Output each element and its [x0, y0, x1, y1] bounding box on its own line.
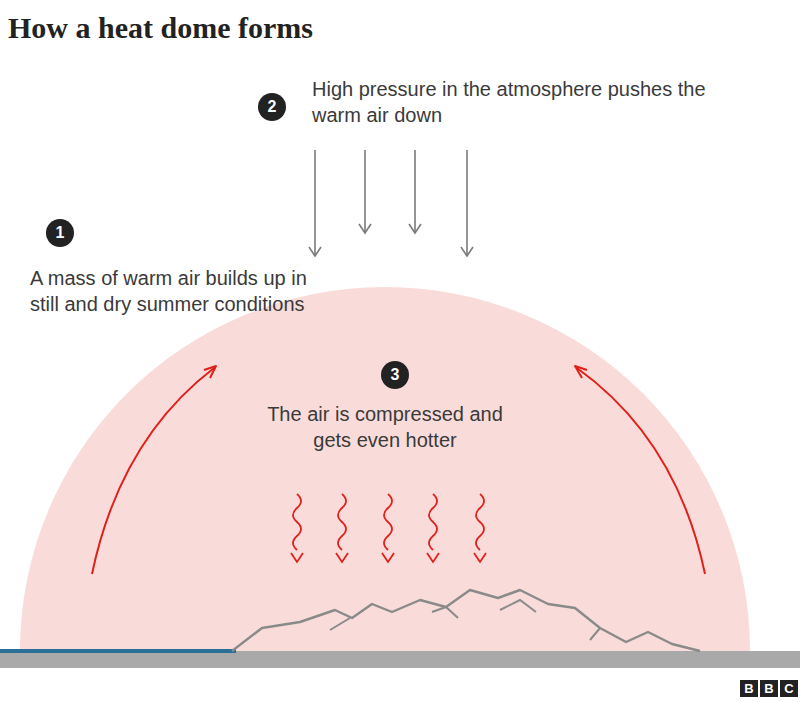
dome-fill	[20, 287, 750, 651]
ground-bar	[0, 651, 800, 668]
rising-air-arrowhead	[575, 366, 587, 378]
rising-air-arrow	[92, 368, 214, 574]
pressure-arrow	[466, 150, 468, 256]
pressure-arrow	[364, 150, 366, 233]
heat-wave-arrowhead	[474, 553, 486, 562]
callout-number: 3	[381, 361, 409, 389]
mountain-ridges	[330, 600, 600, 640]
heat-wave	[476, 494, 484, 550]
heat-wave	[384, 494, 392, 550]
callout-number: 1	[46, 219, 74, 247]
logo-letter: B	[740, 680, 758, 697]
pressure-arrowhead	[309, 247, 321, 256]
sea-line	[0, 649, 236, 653]
heat-wave	[429, 494, 437, 550]
pressure-arrow	[314, 150, 316, 256]
mountain-outline	[232, 590, 700, 651]
pressure-arrowhead	[359, 224, 371, 233]
callout-number: 2	[258, 93, 286, 121]
step-text: High pressure in the atmosphere pushes t…	[312, 76, 712, 128]
heat-wave-arrowhead	[291, 553, 303, 562]
heat-wave-arrowhead	[382, 553, 394, 562]
step-text: A mass of warm air builds up in still an…	[30, 265, 320, 317]
heat-wave-arrowhead	[336, 553, 348, 562]
dome-text: The air is compressed and gets even hott…	[250, 401, 520, 453]
pressure-arrowhead	[461, 247, 473, 256]
heat-wave-arrowhead	[427, 553, 439, 562]
logo-letter: C	[780, 680, 798, 697]
heat-wave	[293, 494, 301, 550]
diagram-title: How a heat dome forms	[8, 10, 313, 46]
pressure-arrow	[414, 150, 416, 233]
heat-wave	[338, 494, 346, 550]
heat-dome: The air is compressed and gets even hott…	[20, 287, 750, 651]
rising-air-arrow	[577, 368, 705, 574]
logo-letter: B	[760, 680, 778, 697]
rising-air-arrowhead	[204, 366, 216, 378]
pressure-arrowhead	[409, 224, 421, 233]
